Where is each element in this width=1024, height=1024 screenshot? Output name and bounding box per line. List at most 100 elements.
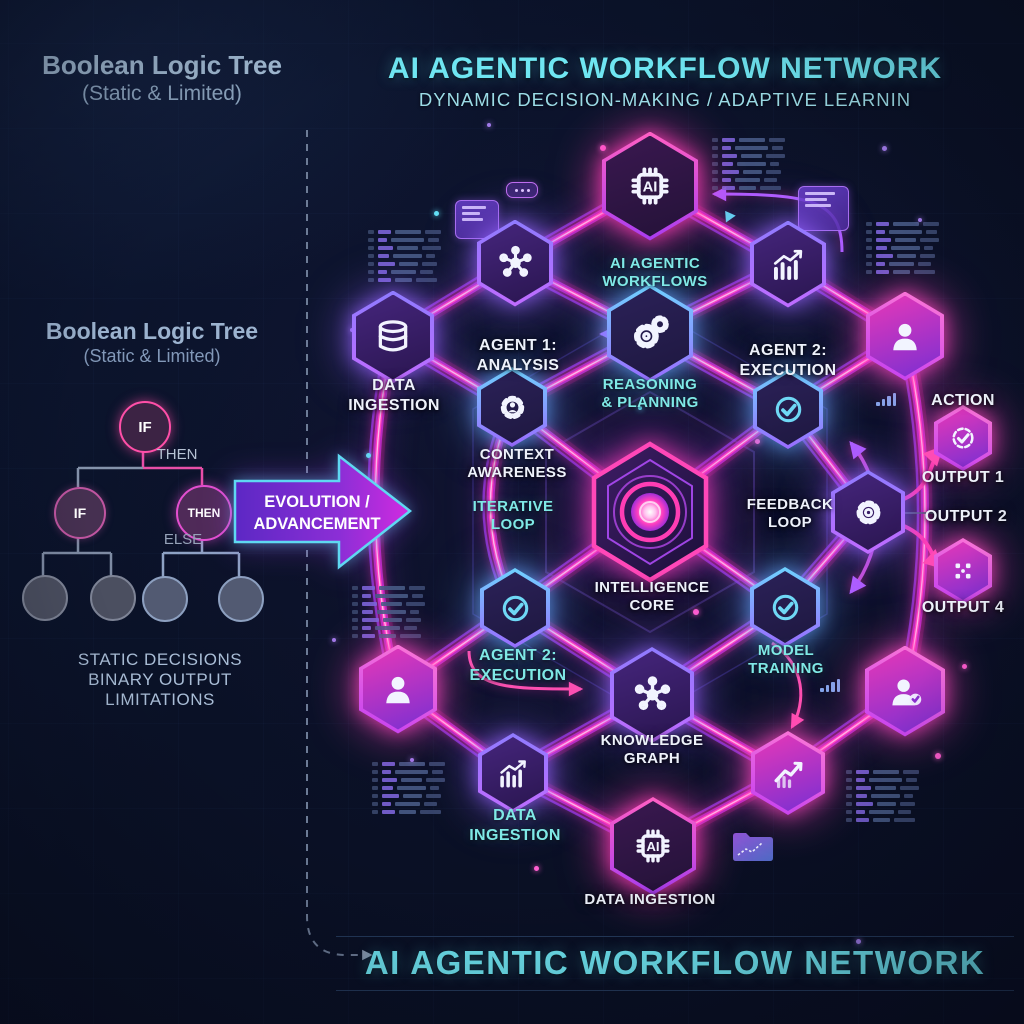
glow-dot [935, 753, 941, 759]
node-gear-r-border [831, 470, 905, 554]
node-net-top [477, 219, 553, 307]
check-circle-icon [775, 396, 801, 422]
node-chip-bottom-border: AI [610, 797, 696, 895]
node-check-l [480, 568, 550, 648]
node-check-tr [753, 369, 823, 449]
label-action: ACTION [931, 392, 995, 409]
node-knowledge-fill [614, 651, 690, 739]
footer-divider-top [336, 936, 1014, 937]
gear-person-icon [500, 395, 524, 419]
gears-icon [633, 315, 669, 349]
label-reasoning-planning: REASONING& PLANNING [601, 376, 699, 411]
boolean-tree-title-mid: Boolean Logic Tree [45, 318, 259, 344]
node-chart-top [750, 220, 826, 308]
node-person-l [359, 644, 437, 734]
evolution-arrow-line2: ADVANCEMENT [253, 515, 380, 533]
molecule-icon [634, 675, 670, 710]
label-output-4: OUTPUT 4 [921, 599, 1005, 616]
ai-chip-icon: AI [631, 167, 669, 205]
svg-text:AI: AI [646, 839, 659, 854]
node-chart-b-border [478, 733, 548, 813]
node-core [585, 438, 715, 586]
node-trend-b-border [751, 731, 825, 815]
svg-text:AI: AI [643, 179, 658, 195]
node-chip-top-fill: AI [606, 135, 694, 237]
node-chip-bottom: AI [610, 797, 696, 895]
arrowhead-decor-icon [720, 207, 736, 223]
node-db-border [352, 290, 434, 384]
tree-leaf-3 [142, 576, 188, 622]
node-out-2-border [934, 538, 992, 604]
database-icon [378, 320, 408, 352]
node-chart-b-fill [482, 737, 544, 809]
node-net-top-border [477, 219, 553, 307]
person-icon [893, 323, 917, 351]
caption-line-3: LIMITATIONS [105, 690, 215, 709]
tree-leaf-4 [218, 576, 264, 622]
intelligence-core-icon [591, 441, 709, 583]
molecule-icon [498, 245, 532, 277]
node-chip-top: AI [602, 131, 698, 241]
footer-divider-bottom [336, 990, 1014, 991]
tree-leaf-2 [90, 575, 136, 621]
chart-trend-icon [773, 249, 802, 280]
tree-left-if-label: IF [73, 505, 87, 521]
node-chip-top-border: AI [602, 131, 698, 241]
node-person-r-fill [870, 295, 940, 377]
glow-dot [410, 758, 414, 762]
node-person-r-border [866, 291, 944, 381]
node-gear-badge [477, 367, 547, 447]
node-gears [607, 284, 693, 382]
person-check-icon [891, 679, 921, 705]
node-trend-b [751, 731, 825, 815]
person-icon [386, 676, 410, 704]
node-person-br-border [865, 645, 945, 737]
dots-grid-icon [955, 563, 971, 579]
node-check-l-border [480, 568, 550, 648]
label-agent-2-execution-top: AGENT 2:EXECUTION [739, 342, 837, 379]
node-knowledge [610, 647, 694, 743]
glow-dot [433, 210, 439, 216]
tree-root-if: IF [119, 401, 171, 453]
label-output-2: OUTPUT 2 [924, 508, 1008, 525]
gear-icon [856, 500, 880, 524]
ai-chip-icon: AI [636, 829, 670, 863]
node-gear-badge-border [477, 367, 547, 447]
node-gears-fill [611, 288, 689, 378]
node-person-br [865, 645, 945, 737]
node-knowledge-border [610, 647, 694, 743]
code-block-decor [372, 762, 445, 818]
glow-dot [881, 145, 887, 151]
node-check-l-fill [484, 572, 546, 644]
caption-line-2: BINARY OUTPUT [88, 670, 232, 689]
glow-dot [918, 218, 922, 222]
trend-up-icon [773, 761, 803, 788]
code-block-decor [352, 586, 425, 642]
glow-dot [855, 938, 861, 944]
node-out-2 [934, 538, 992, 604]
node-out-1 [934, 405, 992, 471]
node-person-br-fill [869, 649, 941, 733]
check-circle-icon [502, 595, 528, 621]
node-db [352, 290, 434, 384]
glow-dot [332, 638, 336, 642]
boolean-tree-subtitle-mid: (Static & Limited) [83, 346, 221, 366]
node-check-br [750, 567, 820, 647]
node-chip-bottom-fill: AI [614, 801, 692, 891]
node-gear-r-fill [835, 474, 901, 550]
node-trend-b-fill [755, 735, 821, 811]
node-check-tr-fill [757, 373, 819, 445]
tree-root-if-label: IF [138, 418, 152, 436]
tree-left-if: IF [54, 487, 106, 539]
node-person-r [866, 291, 944, 381]
label-data-ingestion-bottom: DATA INGESTION [584, 891, 716, 908]
node-chart-top-border [750, 220, 826, 308]
node-check-br-fill [754, 571, 816, 643]
glow-dot [961, 663, 967, 669]
